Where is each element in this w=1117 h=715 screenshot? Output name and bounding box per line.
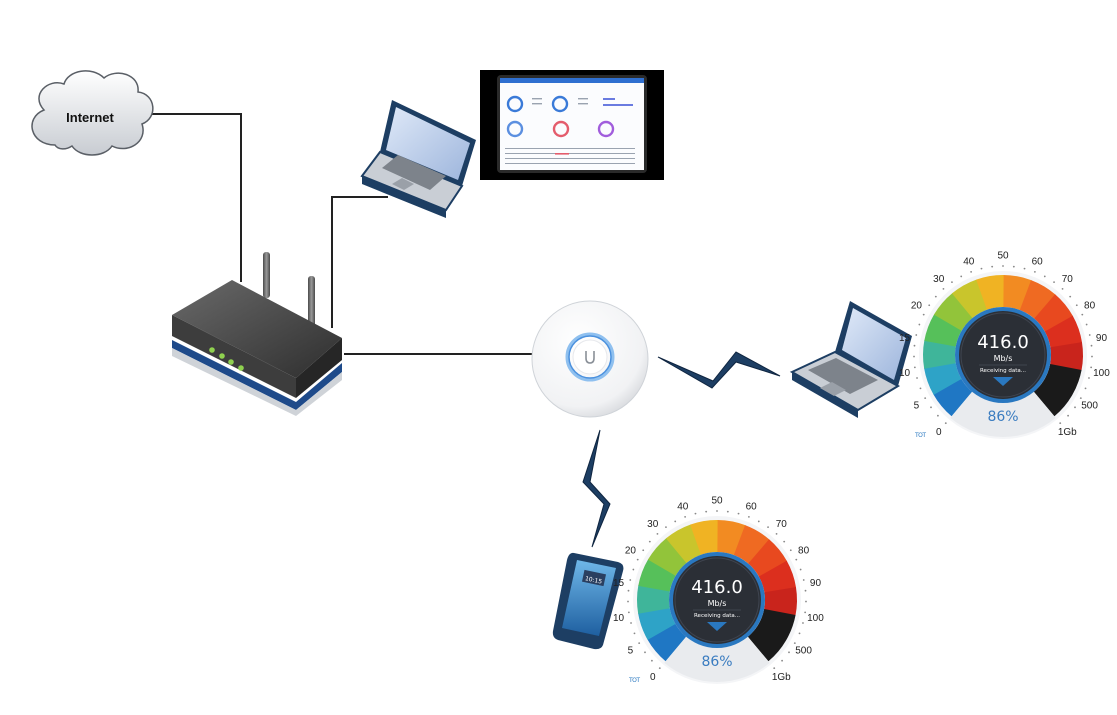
gauge-ring-segment bbox=[1050, 342, 1083, 371]
gauge-ring-segment bbox=[764, 587, 797, 616]
gauge-scale-label: 100 bbox=[807, 613, 824, 624]
dashboard-tablet-icon bbox=[480, 70, 664, 180]
gauge-scale-label: 10 bbox=[613, 613, 625, 624]
gauge-scale-label: 0 bbox=[936, 427, 942, 438]
gauge-ring-segment bbox=[758, 560, 797, 593]
gauge-ring-segment bbox=[637, 585, 670, 614]
phone-icon: 10:15 bbox=[552, 552, 624, 650]
gauge-scale-label: 80 bbox=[798, 546, 810, 557]
gauge-scale-label: 60 bbox=[1032, 257, 1044, 268]
gauge-percent: 86% bbox=[701, 654, 732, 670]
gauge-ring-segment bbox=[924, 314, 962, 347]
gauge-ring-segment bbox=[951, 279, 988, 319]
gauge-scale-label: 500 bbox=[795, 646, 812, 657]
laptop-icon-2 bbox=[789, 301, 912, 418]
speed-gauge-phone: 0 5 10 15 20 30 40 50 60 70 80 90 100 500 1Gb 416.0Mb/s… bbox=[613, 496, 824, 684]
gauge-scale-label: 15 bbox=[613, 578, 625, 589]
link-router-laptop bbox=[331, 196, 388, 328]
gauge-scale-label: 80 bbox=[1084, 301, 1096, 312]
gauge-ring-segment bbox=[690, 520, 719, 555]
gauge-speed-value: 416.0 bbox=[977, 332, 1029, 353]
gauge-scale-label: 15 bbox=[899, 333, 911, 344]
speed-gauge-laptop: 0 5 10 15 20 30 40 50 60 70 80 90 100 500 1Gb 416.0Mb/s… bbox=[899, 251, 1110, 439]
gauge-speed-value: 416.0 bbox=[691, 577, 743, 598]
gauge-brand-logo: TOT bbox=[628, 677, 640, 684]
wireless-link-laptop bbox=[657, 351, 781, 389]
gauge-ring-segment bbox=[923, 340, 956, 369]
gauge-remainder bbox=[1033, 363, 1082, 417]
gauge-speed-unit: Mb/s bbox=[994, 354, 1013, 363]
gauge-ring-segment bbox=[748, 539, 788, 577]
gauge-scale-label: 70 bbox=[1062, 274, 1074, 285]
gauge-scale-label: 30 bbox=[647, 519, 659, 530]
gauge-scale-label: 90 bbox=[1096, 333, 1108, 344]
gauge-scale-label: 20 bbox=[911, 301, 923, 312]
gauge-ring-segment bbox=[1044, 315, 1083, 348]
gauge-scale-label: 50 bbox=[997, 251, 1009, 262]
internet-label: Internet bbox=[66, 110, 114, 125]
gauge-ring-segment bbox=[933, 378, 973, 417]
gauge-ring-segment bbox=[1034, 294, 1074, 332]
gauge-scale-label: 30 bbox=[933, 274, 945, 285]
gauge-status: Receiving data... bbox=[980, 368, 1026, 374]
gauge-remainder bbox=[747, 608, 796, 662]
phone-clock: 10:15 bbox=[584, 575, 603, 585]
access-point-icon bbox=[531, 300, 649, 418]
gauge-scale-label: 60 bbox=[746, 502, 758, 513]
gauge-scale-label: 40 bbox=[963, 257, 975, 268]
router-icon bbox=[172, 252, 342, 416]
gauge-ring-segment bbox=[717, 520, 746, 556]
gauge-ring-segment bbox=[1019, 280, 1056, 319]
gauge-percent: 86% bbox=[987, 409, 1018, 425]
wireless-link-phone bbox=[582, 429, 611, 548]
gauge-ring-segment bbox=[638, 559, 676, 592]
gauge-ring-segment bbox=[665, 524, 702, 564]
gauge-scale-label: 100 bbox=[1093, 368, 1110, 379]
gauge-ring-segment bbox=[647, 538, 687, 576]
gauge-scale-label: 90 bbox=[810, 578, 822, 589]
gauge-ring-segment bbox=[976, 275, 1005, 310]
laptop-icon bbox=[360, 100, 476, 218]
gauge-scale-label: 10 bbox=[899, 368, 911, 379]
download-arrow-icon bbox=[707, 622, 727, 631]
gauge-scale-label: 500 bbox=[1081, 401, 1098, 412]
wired-links bbox=[148, 113, 533, 355]
gauge-ring-segment bbox=[933, 293, 973, 331]
gauge-speed-unit: Mb/s bbox=[708, 599, 727, 608]
gauge-brand-logo: TOT bbox=[914, 432, 926, 439]
download-arrow-icon bbox=[993, 377, 1013, 386]
gauge-scale-label: 1Gb bbox=[772, 672, 791, 683]
gauge-ring-segment bbox=[647, 623, 687, 662]
gauge-ring-segment bbox=[924, 362, 962, 395]
gauge-scale-label: 50 bbox=[711, 496, 723, 507]
link-internet-router bbox=[148, 113, 242, 282]
gauge-scale-label: 5 bbox=[628, 646, 634, 657]
gauge-ring-segment bbox=[733, 525, 770, 564]
gauge-scale-label: 0 bbox=[650, 672, 656, 683]
internet-cloud-icon: Internet bbox=[31, 70, 154, 156]
gauge-ring-segment bbox=[1003, 275, 1032, 311]
gauge-ring-segment bbox=[638, 607, 676, 640]
gauge-scale-label: 40 bbox=[677, 502, 689, 513]
gauge-scale-label: 20 bbox=[625, 546, 637, 557]
gauge-scale-label: 5 bbox=[914, 401, 920, 412]
gauge-scale-label: 1Gb bbox=[1058, 427, 1077, 438]
gauge-status: Receiving data... bbox=[694, 613, 740, 619]
gauge-scale-label: 70 bbox=[776, 519, 788, 530]
